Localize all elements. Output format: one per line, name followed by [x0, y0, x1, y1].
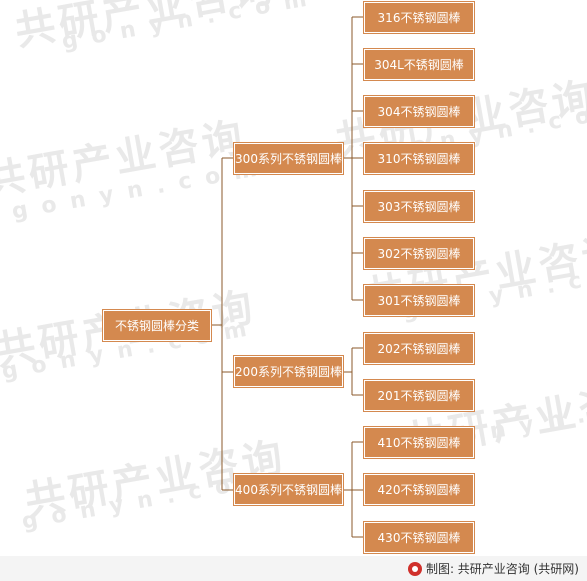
footer-bar: [0, 556, 587, 581]
root-node: 不锈钢圆棒分类: [103, 310, 211, 341]
leaf-node-304: 304不锈钢圆棒: [364, 96, 474, 127]
leaf-node-430: 430不锈钢圆棒: [364, 522, 474, 553]
leaf-node-303: 303不锈钢圆棒: [364, 191, 474, 222]
leaf-node-301: 301不锈钢圆棒: [364, 285, 474, 316]
leaf-node-304l: 304L不锈钢圆棒: [364, 49, 474, 80]
leaf-node-410: 410不锈钢圆棒: [364, 427, 474, 458]
leaf-node-310: 310不锈钢圆棒: [364, 143, 474, 174]
leaf-node-201: 201不锈钢圆棒: [364, 380, 474, 411]
group-node-300-series: 300系列不锈钢圆棒: [234, 143, 343, 174]
leaf-node-202: 202不锈钢圆棒: [364, 333, 474, 364]
logo-icon: [407, 561, 422, 576]
group-node-400-series: 400系列不锈钢圆棒: [234, 474, 343, 505]
source-credit: 制图: 共研产业咨询 (共研网): [407, 560, 579, 577]
leaf-node-420: 420不锈钢圆棒: [364, 474, 474, 505]
source-credit-text: 制图: 共研产业咨询 (共研网): [425, 562, 579, 576]
leaf-node-302: 302不锈钢圆棒: [364, 238, 474, 269]
leaf-node-316: 316不锈钢圆棒: [364, 2, 474, 33]
group-node-200-series: 200系列不锈钢圆棒: [234, 356, 343, 387]
